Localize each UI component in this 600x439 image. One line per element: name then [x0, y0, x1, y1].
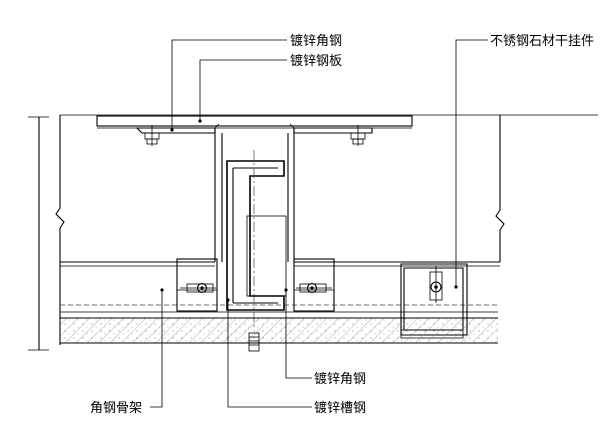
- left-angle-frame-clip: [176, 258, 218, 312]
- label-stone-hanger: 不锈钢石材干挂件: [490, 34, 594, 49]
- left-boundary-lines: [28, 115, 65, 351]
- bolt-icon: [350, 125, 366, 146]
- label-galvanized-angle-top: 镀锌角钢: [290, 33, 342, 49]
- top-angle-steels: [135, 123, 373, 262]
- right-angle-frame-clip: [293, 258, 335, 312]
- right-boundary-lines: [495, 115, 505, 262]
- frame-rails: [60, 261, 500, 306]
- label-galvanized-angle-bottom: 镀锌角钢: [314, 371, 366, 387]
- bolt-icon: [180, 282, 216, 294]
- bolt-icon: [296, 282, 332, 294]
- label-galvanized-channel: 镀锌槽钢: [314, 400, 366, 416]
- label-galvanized-plate: 镀锌钢板: [290, 53, 342, 69]
- top-structure: [60, 114, 598, 129]
- leader-lines: [150, 39, 488, 408]
- stone-panel: [60, 311, 498, 344]
- bolt-icon: [429, 266, 443, 303]
- galvanized-steel-plate: [96, 115, 413, 127]
- anchor-bolt-icon: [248, 332, 260, 352]
- label-angle-frame: 角钢骨架: [90, 401, 142, 416]
- bolt-icon: [144, 125, 160, 146]
- galvanized-channel-steel: [226, 150, 287, 330]
